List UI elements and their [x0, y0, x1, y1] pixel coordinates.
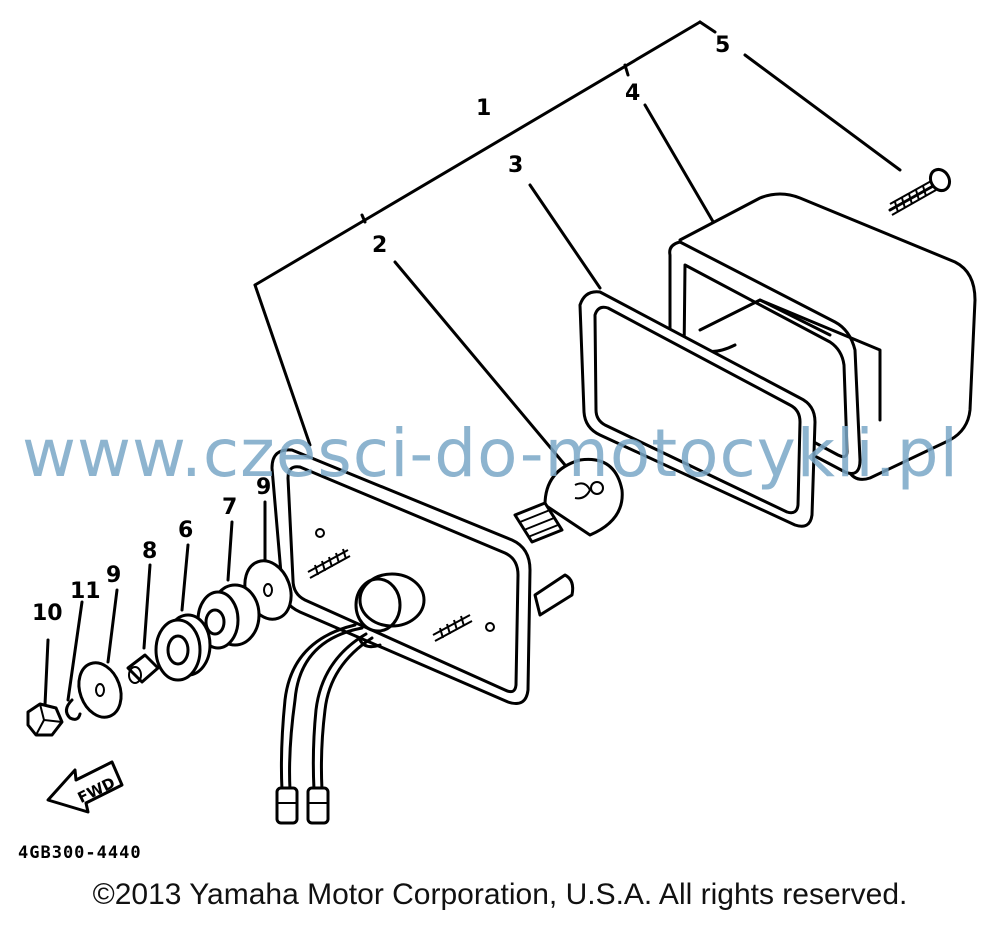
forward-arrow-icon: FWD [46, 760, 124, 814]
callout-7: 7 [222, 495, 237, 520]
bolt-part-5 [888, 167, 952, 216]
base-plate-part-1 [270, 448, 575, 705]
callout-6: 6 [178, 518, 193, 543]
callout-4: 4 [625, 81, 640, 106]
wire-harness [275, 623, 374, 825]
lock-washer-part-11 [65, 698, 82, 721]
gasket-part-3 [578, 290, 817, 528]
nut-part-10 [26, 702, 64, 737]
callout-8: 8 [142, 539, 157, 564]
leader-lines [43, 20, 902, 707]
copyright-notice: ©2013 Yamaha Motor Corporation, U.S.A. A… [92, 878, 908, 911]
callout-3: 3 [508, 153, 523, 178]
callout-5: 5 [715, 33, 730, 58]
callout-10: 10 [32, 601, 63, 626]
callout-2: 2 [372, 233, 387, 258]
collar-part-6 [154, 613, 212, 682]
callout-labels: 5 4 1 3 2 9 7 6 8 9 11 10 [32, 33, 730, 626]
callout-1: 1 [476, 96, 491, 121]
callout-9-right: 9 [256, 475, 271, 500]
diagram-part-code: 4GB300-4440 [18, 843, 142, 863]
washer-part-9-left [77, 661, 123, 719]
spacer-part-8 [126, 653, 160, 684]
bulb-part-2 [513, 457, 624, 544]
callout-9-left: 9 [106, 563, 121, 588]
callout-11: 11 [70, 579, 101, 604]
